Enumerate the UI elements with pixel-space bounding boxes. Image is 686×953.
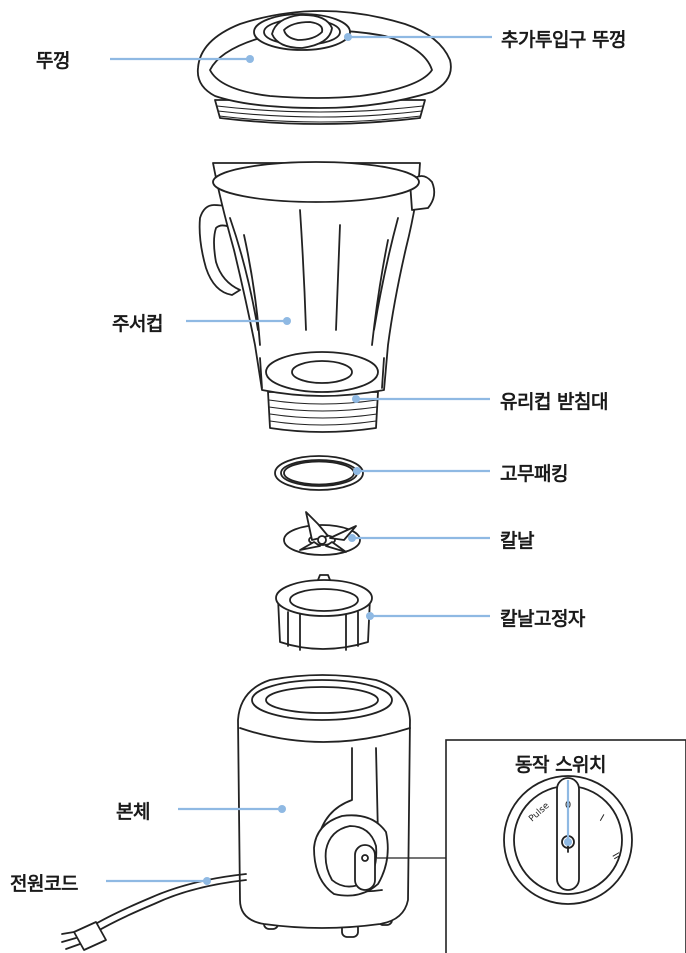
gasket-drawing [274,455,364,491]
label-body: 본체 [116,801,150,823]
lid-drawing [196,10,452,125]
label-cup-base: 유리컵 받침대 [500,391,609,413]
power-cord-drawing [61,873,247,951]
label-blade-holder: 칼날고정자 [500,608,585,630]
label-switch-title: 동작 스위치 [515,754,607,776]
juicer-cup-drawing [198,161,436,433]
label-gasket: 고무패킹 [500,463,568,485]
switch-two-mark: II [609,851,621,862]
label-blade: 칼날 [500,530,534,552]
callout-lines [106,33,572,885]
switch-inset: 0 Pulse I II [445,739,686,953]
label-power-cord: 전원코드 [10,873,78,895]
blade-holder-drawing [275,574,373,651]
body-drawing [237,674,411,938]
blade-drawing [283,511,361,556]
switch-one-mark: I [598,813,606,824]
label-feed-cap: 추가투입구 뚜껑 [501,29,626,51]
label-lid: 뚜껑 [36,50,70,72]
label-juicer-cup: 주서컵 [112,313,163,335]
